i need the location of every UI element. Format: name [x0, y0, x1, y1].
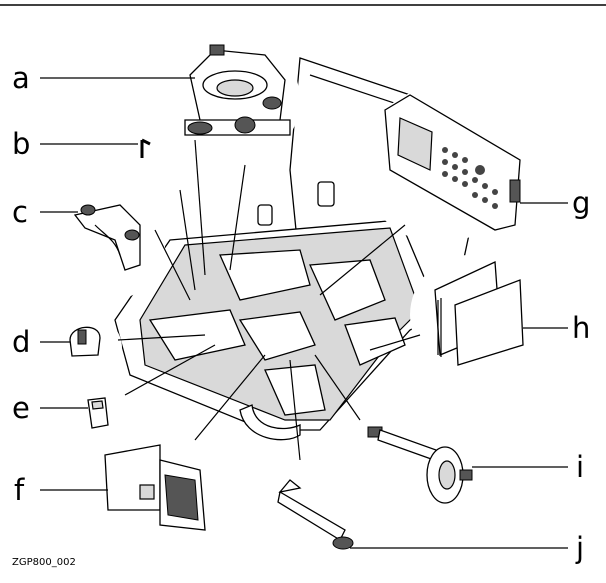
- tribrach-item-a: [184, 44, 291, 136]
- label-a: a: [12, 61, 30, 95]
- allen-key-item-b: [140, 138, 151, 158]
- label-f: f: [14, 473, 25, 507]
- clip-item-d: [69, 326, 101, 357]
- adapter-item-i: [367, 426, 473, 504]
- controller-item-g: [384, 94, 521, 231]
- label-b: b: [12, 127, 30, 161]
- label-d: d: [12, 325, 30, 359]
- figure-code: ZGP800_002: [12, 557, 76, 568]
- label-i: i: [576, 450, 584, 484]
- manuals-item-h: [434, 261, 524, 366]
- label-e: e: [12, 391, 30, 425]
- label-leaders: [40, 77, 568, 549]
- battery-item-f: [104, 444, 206, 531]
- holder-item-c: [73, 204, 141, 271]
- label-h: h: [572, 311, 590, 345]
- label-j: j: [575, 531, 584, 565]
- callout-leaders: [117, 139, 421, 461]
- memory-card-item-e: [87, 397, 109, 429]
- label-c: c: [12, 195, 28, 229]
- label-g: g: [572, 186, 590, 220]
- bracket-item-j: [277, 479, 354, 550]
